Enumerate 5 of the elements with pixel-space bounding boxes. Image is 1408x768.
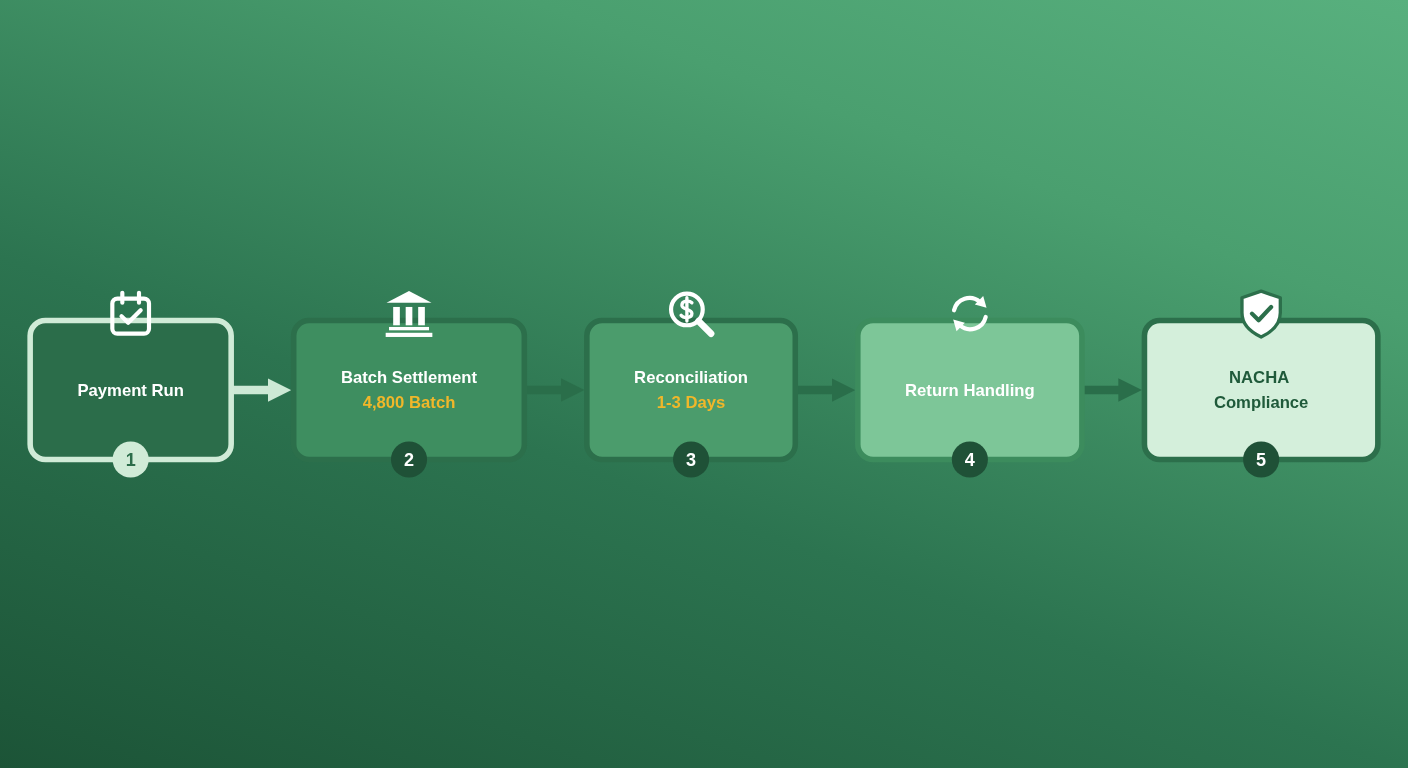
step-number: 3 bbox=[673, 441, 710, 478]
step-number: 5 bbox=[1243, 441, 1280, 478]
step-number: 4 bbox=[951, 441, 988, 478]
step-number: 1 bbox=[112, 441, 149, 478]
step-number: 2 bbox=[390, 441, 428, 478]
